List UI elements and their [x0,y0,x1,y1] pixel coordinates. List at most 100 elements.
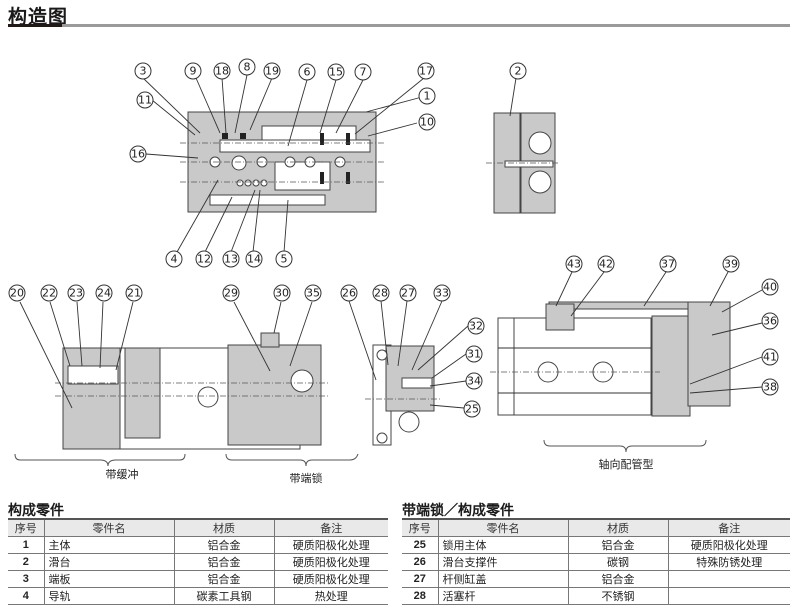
svg-text:36: 36 [763,315,777,328]
lock-parts-table-title: 带端锁／构成零件 [402,503,514,519]
callout-33: 33 [433,284,451,302]
svg-text:38: 38 [763,381,777,394]
structure-diagram: 3 9 18 8 19 6 15 7 17 11 1 10 16 4 12 13… [8,58,779,485]
cushion-brace [14,453,186,467]
svg-text:21: 21 [127,287,141,300]
screw-head [260,332,280,348]
svg-text:11: 11 [138,94,152,107]
col-header-note: 备注 [273,518,388,537]
svg-text:17: 17 [419,65,433,78]
callout-23: 23 [67,284,85,302]
section-title: 构造图 [8,6,69,28]
callout-34: 34 [465,372,483,390]
svg-text:23: 23 [69,287,83,300]
svg-text:29: 29 [224,287,238,300]
svg-text:40: 40 [763,281,777,294]
callout-30: 30 [273,284,291,302]
svg-text:14: 14 [247,253,261,266]
svg-text:41: 41 [763,351,777,364]
svg-text:6: 6 [304,66,311,79]
fitting-left [545,303,575,331]
ball [244,179,252,187]
svg-text:33: 33 [435,287,449,300]
seal [240,133,246,139]
end-block [651,315,691,417]
callout-14: 14 [245,250,263,268]
callout-11: 11 [136,91,154,109]
bore-circle [528,131,552,155]
svg-text:22: 22 [42,287,56,300]
svg-text:8: 8 [244,61,251,74]
callout-4: 4 [165,250,183,268]
ball [252,179,260,187]
callout-13: 13 [222,250,240,268]
svg-text:43: 43 [567,258,581,271]
lock-side-view [348,300,469,446]
svg-text:2: 2 [515,65,522,78]
svg-text:30: 30 [275,287,289,300]
caption-axial-piping: 轴向配管型 [599,457,654,471]
callout-21: 21 [125,284,143,302]
callout-27: 27 [399,284,417,302]
callout-25: 25 [463,400,481,418]
svg-text:12: 12 [197,253,211,266]
caption-cushion: 带缓冲 [106,467,139,481]
callout-28: 28 [372,284,390,302]
svg-text:31: 31 [467,348,481,361]
callout-15: 15 [327,63,345,81]
callout-42: 42 [597,255,615,273]
bore-circle [528,170,552,194]
title-rule [8,24,790,27]
svg-text:16: 16 [131,148,145,161]
col-header-no: 序号 [402,518,438,537]
callout-38: 38 [761,378,779,396]
seal [222,133,228,139]
axial-brace [543,439,707,453]
svg-text:9: 9 [190,65,197,78]
svg-text:20: 20 [10,287,24,300]
piston-seal [346,133,350,145]
title-rule-accent [8,24,62,27]
lock-pin [401,377,433,389]
bolt-hole [231,155,247,171]
callout-40: 40 [761,278,779,296]
col-header-note: 备注 [667,518,790,537]
parts-table-title: 构成零件 [8,503,64,519]
guide-rail [209,194,326,206]
callout-16: 16 [129,145,147,163]
main-callouts: 3 9 18 8 19 6 15 7 17 11 1 10 16 4 12 13… [129,58,436,268]
svg-text:18: 18 [215,65,229,78]
callout-36: 36 [761,312,779,330]
svg-text:37: 37 [661,258,675,271]
callout-10: 10 [418,113,436,131]
callout-18: 18 [213,62,231,80]
svg-text:25: 25 [465,403,479,416]
callout-39: 39 [722,255,740,273]
callout-37: 37 [659,255,677,273]
piston-seal [346,172,350,184]
svg-text:24: 24 [97,287,111,300]
main-section-view [180,111,385,213]
piston-seal [320,172,324,184]
ball [260,179,268,187]
svg-text:3: 3 [140,65,147,78]
svg-text:15: 15 [329,66,343,79]
bolt-circle [197,386,219,408]
svg-text:4: 4 [171,253,178,266]
svg-text:26: 26 [342,287,356,300]
svg-text:5: 5 [281,253,288,266]
callout-9: 9 [184,62,202,80]
svg-text:19: 19 [265,65,279,78]
svg-text:28: 28 [374,287,388,300]
callout-22: 22 [40,284,58,302]
svg-text:13: 13 [224,253,238,266]
callout-3: 3 [134,62,152,80]
callout-20: 20 [8,284,26,302]
